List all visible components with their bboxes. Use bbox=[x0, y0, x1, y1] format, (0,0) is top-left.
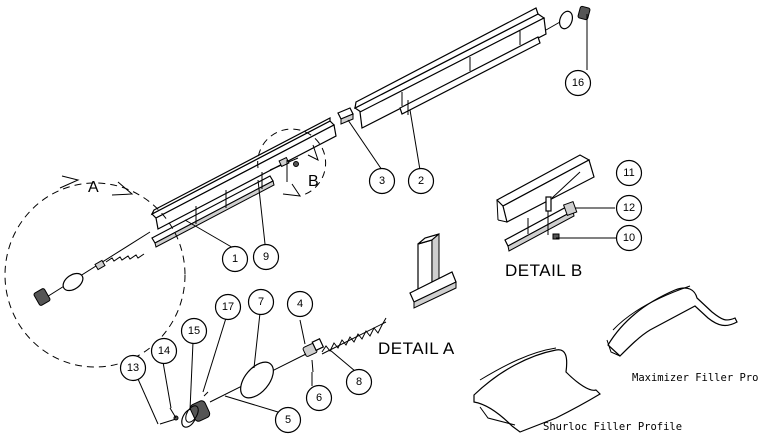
svg-text:15: 15 bbox=[188, 325, 200, 337]
callout-9: 9 bbox=[252, 243, 280, 271]
callout-1: 1 bbox=[221, 245, 249, 273]
callout-17: 17 bbox=[214, 293, 242, 321]
callout-12: 12 bbox=[615, 194, 643, 222]
svg-text:14: 14 bbox=[158, 345, 170, 357]
callout-3: 3 bbox=[368, 167, 396, 195]
svg-text:12: 12 bbox=[623, 202, 635, 214]
svg-text:4: 4 bbox=[297, 298, 303, 310]
callout-7: 7 bbox=[247, 288, 275, 316]
svg-text:9: 9 bbox=[263, 251, 269, 263]
callout-5: 5 bbox=[274, 406, 302, 434]
svg-text:17: 17 bbox=[222, 301, 234, 313]
splice-part bbox=[337, 107, 354, 125]
svg-text:13: 13 bbox=[127, 362, 139, 374]
svg-text:8: 8 bbox=[356, 376, 362, 388]
callout-11: 11 bbox=[615, 159, 643, 187]
svg-text:16: 16 bbox=[572, 77, 584, 89]
end-cap-assembly-16 bbox=[545, 5, 591, 70]
svg-text:7: 7 bbox=[258, 296, 264, 308]
svg-text:5: 5 bbox=[285, 414, 291, 426]
view-marker-b: B bbox=[308, 173, 319, 190]
callout-4: 4 bbox=[286, 290, 314, 318]
callout-13: 13 bbox=[119, 354, 147, 382]
upper-rail-section bbox=[353, 7, 547, 129]
svg-text:3: 3 bbox=[379, 175, 385, 187]
detail-a-view-circle bbox=[4, 175, 186, 368]
svg-text:2: 2 bbox=[418, 175, 424, 187]
svg-text:10: 10 bbox=[623, 232, 635, 244]
leader-lines bbox=[137, 109, 618, 425]
shurloc-profile-label: Shurloc Filler Profile bbox=[543, 421, 682, 433]
callout-16: 16 bbox=[564, 69, 592, 97]
maximizer-profile-label: Maximizer Filler Profile bbox=[632, 372, 759, 384]
detail-a-assembly bbox=[159, 232, 457, 428]
main-rail-section bbox=[150, 117, 337, 248]
callout-14: 14 bbox=[150, 337, 178, 365]
detail-b-title: DETAIL B bbox=[505, 261, 583, 280]
view-marker-a: A bbox=[88, 179, 99, 196]
bracket-hardware bbox=[269, 156, 299, 182]
callout-10: 10 bbox=[615, 224, 643, 252]
maximizer-profile-drawing bbox=[606, 285, 738, 357]
svg-text:6: 6 bbox=[316, 392, 322, 404]
svg-text:1: 1 bbox=[232, 253, 238, 265]
callout-8: 8 bbox=[345, 368, 373, 396]
callout-2: 2 bbox=[407, 167, 435, 195]
shurloc-profile-drawing bbox=[473, 347, 601, 433]
detail-b-assembly bbox=[496, 154, 598, 252]
svg-text:11: 11 bbox=[623, 167, 634, 179]
callout-15: 15 bbox=[180, 317, 208, 345]
detail-a-title: DETAIL A bbox=[378, 339, 455, 358]
callout-6: 6 bbox=[305, 384, 333, 412]
detail-b-view-circle bbox=[257, 128, 327, 197]
